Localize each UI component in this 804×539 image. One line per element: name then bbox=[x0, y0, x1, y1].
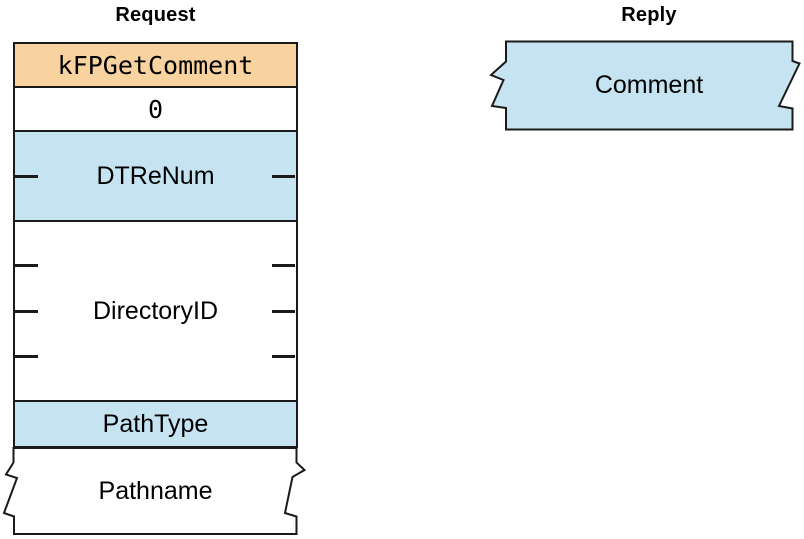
request-field-kfpgetcomment: kFPGetComment bbox=[13, 42, 298, 88]
byte-boundary-tick bbox=[15, 264, 38, 267]
reply-column-title: Reply bbox=[621, 4, 677, 26]
byte-boundary-tick bbox=[15, 355, 38, 358]
byte-boundary-tick bbox=[272, 310, 295, 313]
field-label: 0 bbox=[147, 94, 164, 124]
byte-boundary-tick bbox=[272, 175, 295, 178]
request-field-pathtype: PathType bbox=[13, 400, 298, 448]
field-label: PathType bbox=[102, 409, 209, 438]
field-label: kFPGetComment bbox=[57, 50, 254, 80]
request-field-pathname-shape bbox=[2, 447, 307, 535]
reply-field-comment-shape bbox=[489, 40, 801, 131]
torn-edge-box bbox=[489, 40, 801, 131]
request-column-title: Request bbox=[115, 4, 196, 26]
byte-boundary-tick bbox=[272, 264, 295, 267]
request-field-zero-pad: 0 bbox=[13, 86, 298, 132]
torn-edge-box bbox=[2, 447, 307, 535]
field-label: DirectoryID bbox=[92, 296, 218, 325]
field-label: DTReNum bbox=[96, 161, 215, 190]
byte-boundary-tick bbox=[15, 175, 38, 178]
request-field-directoryid: DirectoryID bbox=[13, 220, 298, 402]
byte-boundary-tick bbox=[272, 355, 295, 358]
byte-boundary-tick bbox=[15, 310, 38, 313]
request-field-dtrefnum: DTReNum bbox=[13, 130, 298, 222]
